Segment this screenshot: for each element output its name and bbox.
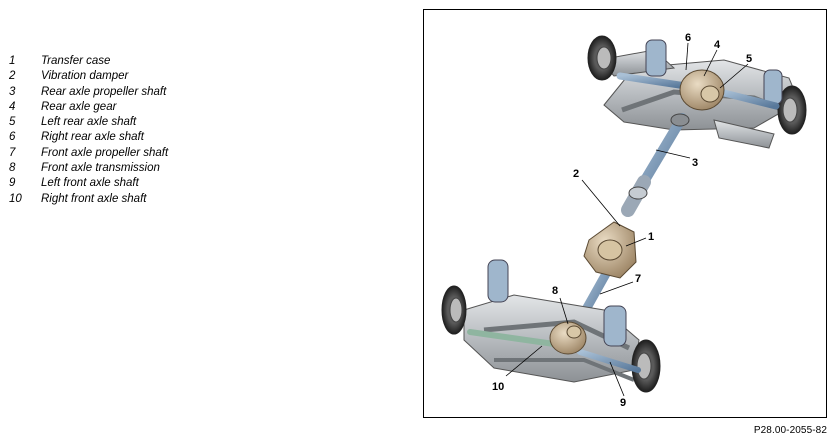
legend-number: 7	[9, 146, 16, 159]
legend-number: 1	[9, 55, 16, 67]
legend-item: 7 Front axle propeller shaft	[9, 146, 168, 161]
callout-2: 2	[573, 168, 579, 180]
legend-item: 6 Right rear axle shaft	[9, 130, 168, 145]
legend-label: Front axle transmission	[41, 162, 160, 175]
callout-leaders	[505, 42, 749, 397]
legend-item: 9 Left front axle shaft	[9, 176, 168, 191]
legend-label: Front axle propeller shaft	[41, 146, 169, 159]
callout-numbers: 6 4 5 3 2 1 7 8 10 9	[492, 32, 752, 409]
drivetrain-drawing: 6 4 5 3 2 1 7 8 10 9	[441, 32, 807, 409]
legend-number: 3	[9, 85, 16, 98]
legend-number: 2	[9, 70, 16, 83]
callout-4: 4	[714, 39, 721, 51]
legend-number: 5	[9, 116, 16, 129]
legend-number: 10	[9, 192, 22, 205]
legend-item: 3 Rear axle propeller shaft	[9, 85, 168, 100]
callout-9: 9	[620, 397, 626, 409]
legend-label: Left front axle shaft	[41, 177, 139, 190]
legend-label: Left rear axle shaft	[41, 116, 137, 129]
drivetrain-illustration: 6 4 5 3 2 1 7 8 10 9	[423, 9, 827, 418]
legend-item: 2 Vibration damper	[9, 69, 168, 84]
legend-number: 4	[9, 100, 16, 113]
callout-6: 6	[685, 32, 691, 44]
transfer-case	[583, 221, 637, 279]
legend-item: 4 Rear axle gear	[9, 100, 168, 115]
callout-3: 3	[692, 157, 698, 169]
legend-number: 8	[9, 162, 16, 175]
front-axle-assembly	[441, 259, 661, 393]
legend-number: 6	[9, 131, 16, 144]
legend-label: Vibration damper	[41, 70, 129, 83]
legend-number: 9	[9, 177, 16, 190]
legend-label: Right front axle shaft	[41, 192, 147, 205]
callout-10: 10	[492, 381, 504, 393]
legend-label: Rear axle gear	[41, 100, 117, 113]
callout-1: 1	[648, 231, 654, 243]
legend-item: 8 Front axle transmission	[9, 161, 168, 176]
legend-label: Right rear axle shaft	[41, 131, 144, 144]
legend-item: 1 Transfer case	[9, 54, 168, 69]
legend-label: Transfer case	[41, 55, 111, 67]
rear-axle-assembly	[587, 35, 807, 149]
legend-item: 10 Right front axle shaft	[9, 192, 168, 207]
callout-7: 7	[635, 273, 641, 285]
figure-reference: P28.00-2055-82	[753, 425, 827, 436]
legend-item: 5 Left rear axle shaft	[9, 115, 168, 130]
callout-5: 5	[746, 53, 752, 65]
callout-8: 8	[552, 285, 558, 297]
legend-label: Rear axle propeller shaft	[41, 85, 167, 98]
